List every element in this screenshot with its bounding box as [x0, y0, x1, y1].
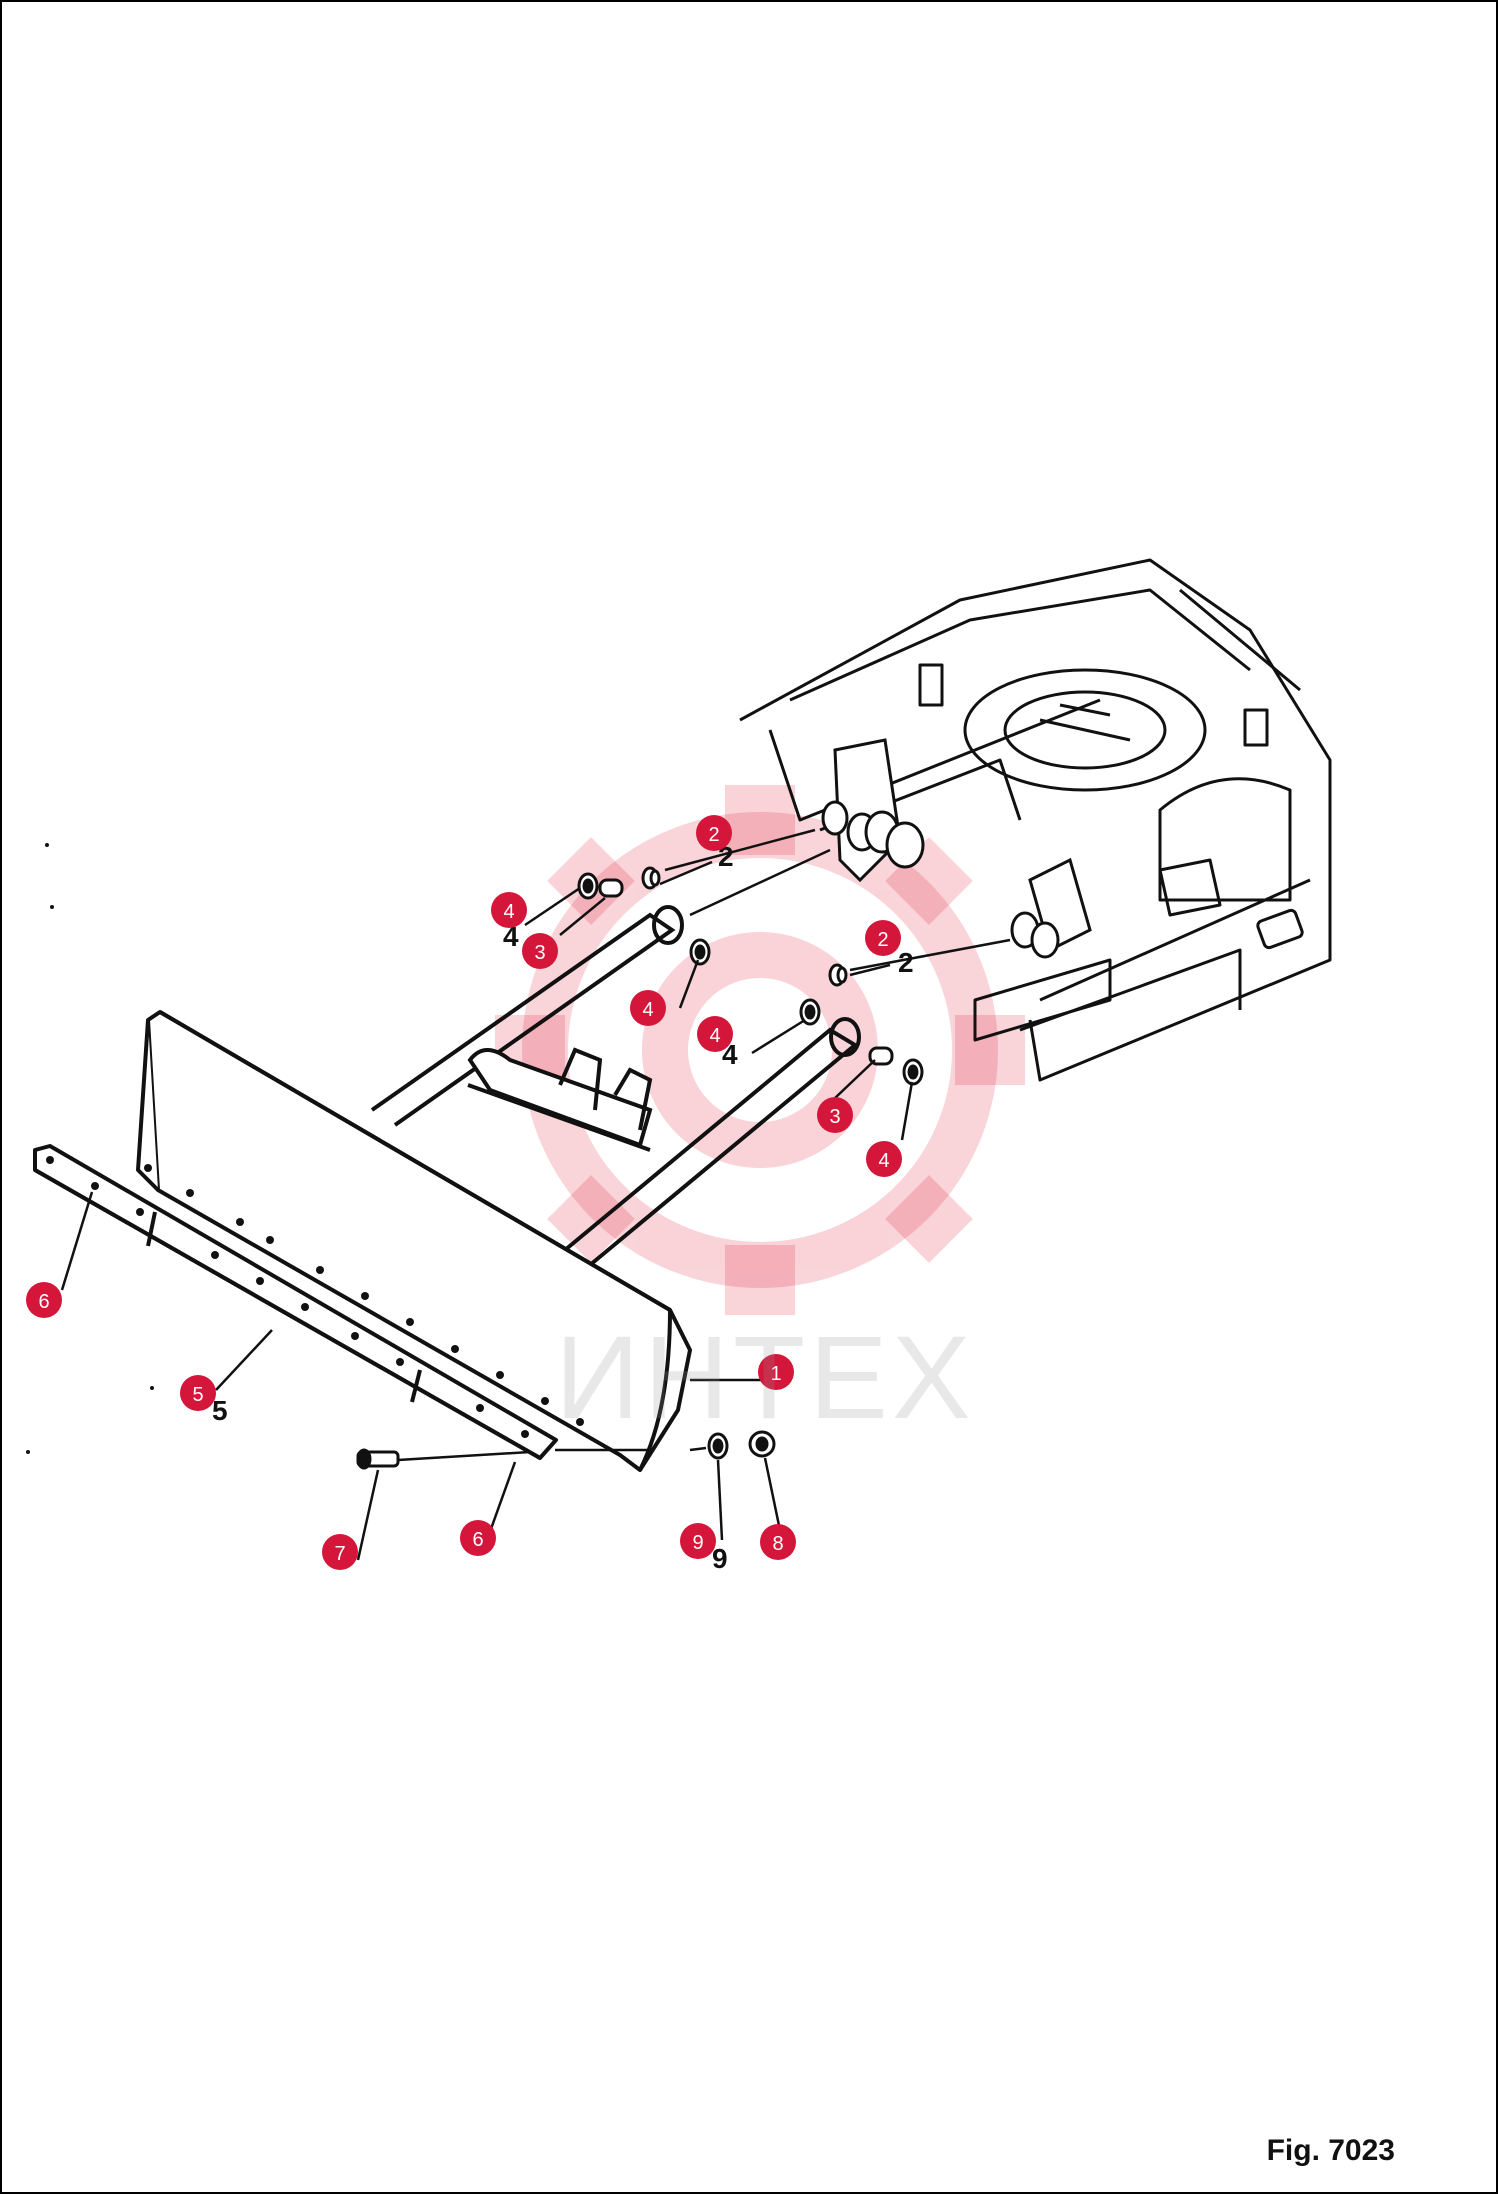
pivot-bracket-right	[1010, 857, 1092, 959]
callout-2b: 2	[865, 920, 901, 956]
callout-4c: 4	[697, 1016, 733, 1052]
machine-frame	[739, 558, 1332, 1082]
cutting-edge-holes	[46, 1156, 529, 1438]
blade-bolt-holes	[144, 1164, 584, 1426]
callout-7: 7	[322, 1534, 358, 1570]
callout-number: 6	[472, 1529, 483, 1551]
callout-number: 9	[692, 1532, 703, 1554]
callout-9: 9	[680, 1523, 716, 1559]
callout-number: 1	[770, 1363, 781, 1385]
printed-number-9: 9	[712, 1543, 728, 1574]
callout-number: 5	[192, 1384, 203, 1406]
blade-frame-arms	[370, 905, 861, 1267]
callout-4d: 4	[866, 1141, 902, 1177]
callout-1: 1	[758, 1354, 794, 1390]
callout-number: 4	[642, 999, 653, 1021]
dozer-blade	[136, 1010, 692, 1472]
callout-number: 7	[334, 1543, 345, 1565]
callout-3b: 3	[817, 1097, 853, 1133]
callout-8: 8	[760, 1524, 796, 1560]
printed-part-numbers: 2 2 4 4 5 9	[212, 841, 914, 1574]
callout-number: 4	[878, 1150, 889, 1172]
printed-number-4a: 4	[503, 921, 519, 952]
watermark-text: ИНТЕХ	[555, 1312, 975, 1444]
callout-number: 4	[709, 1025, 720, 1047]
printed-number-5: 5	[212, 1395, 228, 1426]
callout-4b: 4	[630, 990, 666, 1026]
callout-number: 6	[38, 1291, 49, 1313]
callout-number: 3	[829, 1106, 840, 1128]
callout-number: 4	[503, 901, 514, 923]
callout-number: 2	[877, 929, 888, 951]
callout-3a: 3	[522, 933, 558, 969]
cutting-edge	[33, 1144, 558, 1460]
callout-number: 3	[534, 942, 545, 964]
scan-dots	[26, 843, 154, 1454]
callout-2a: 2	[696, 815, 732, 851]
callout-5: 5	[180, 1375, 216, 1411]
callout-number: 8	[772, 1533, 783, 1555]
callout-6b: 6	[460, 1520, 496, 1556]
figure-label: Fig. 7023	[1266, 2134, 1395, 2167]
pivot-bracket-left	[821, 738, 925, 883]
hardware-parts	[356, 866, 924, 1470]
callout-6a: 6	[26, 1282, 62, 1318]
callout-4a: 4	[491, 892, 527, 928]
callout-number: 2	[708, 824, 719, 846]
printed-number-2b: 2	[898, 947, 914, 978]
